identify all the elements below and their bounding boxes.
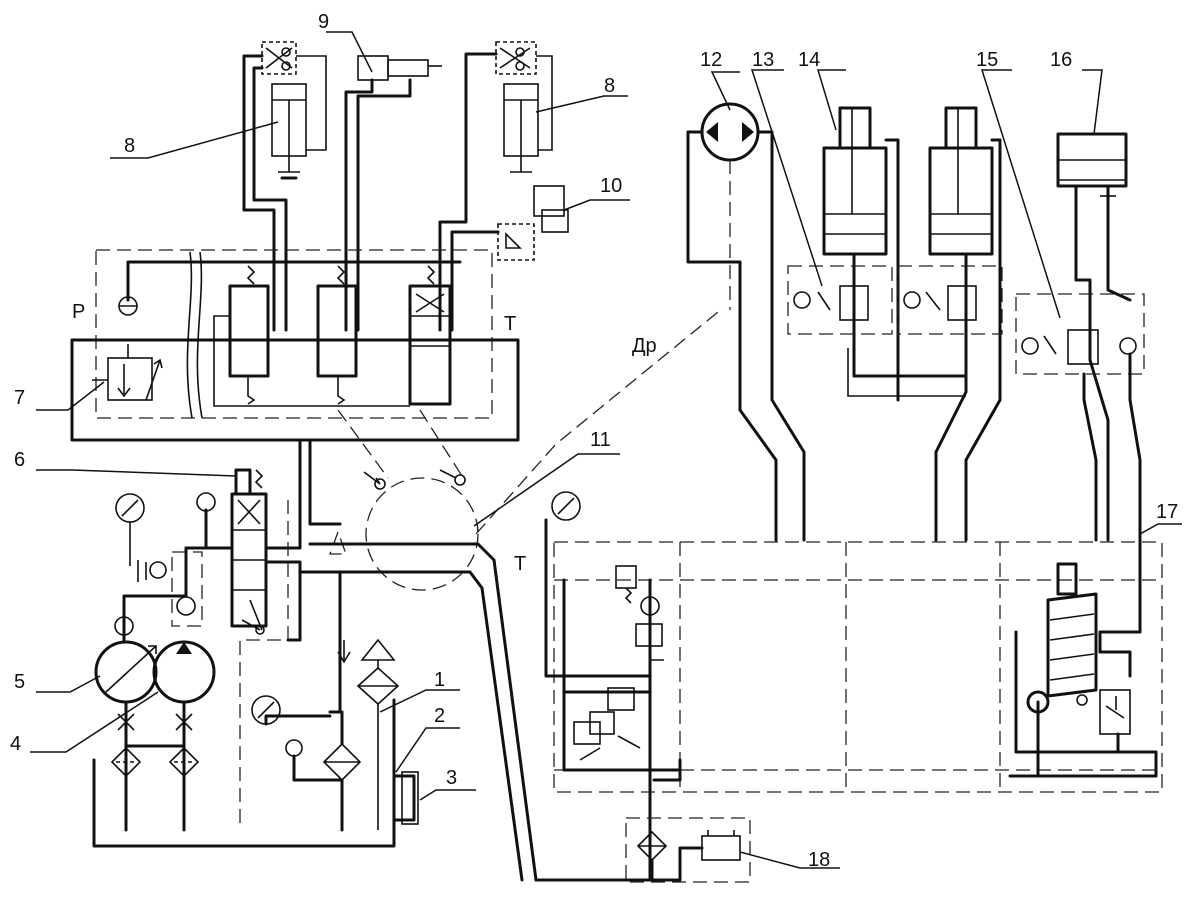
cylinder-14b	[928, 106, 1002, 542]
pressure-gauge-left	[115, 493, 167, 582]
callout-5: 5	[14, 671, 25, 693]
return-line-main	[298, 542, 656, 882]
callout-10: 10	[600, 175, 622, 197]
callout-13: 13	[752, 49, 774, 71]
callout-3: 3	[446, 767, 457, 789]
pump-5	[94, 640, 158, 704]
zoom-circle-11	[329, 311, 719, 591]
port-drain: Др	[632, 335, 657, 357]
callout-8-left: 8	[124, 135, 135, 157]
hydromotor-12	[686, 102, 806, 542]
callout-17: 17	[1156, 501, 1178, 523]
callout-9: 9	[318, 11, 329, 33]
callout-18: 18	[808, 849, 830, 871]
cylinder-8-right	[495, 41, 539, 173]
port-t-lower: T	[514, 553, 526, 575]
callout-4: 4	[10, 733, 21, 755]
distributor-block	[70, 249, 520, 442]
callout-12: 12	[700, 49, 722, 71]
suction-filters	[110, 700, 200, 832]
callout-15: 15	[976, 49, 998, 71]
callout-11: 11	[590, 429, 611, 451]
panel-17	[553, 541, 1163, 793]
valve-10	[497, 185, 569, 261]
panel-valves-left	[544, 491, 682, 882]
valve-block-6	[230, 468, 268, 635]
upper-hose-lines	[242, 52, 553, 332]
callout-numbers: 9 8 8 10 12 13 14 15 16 7 6 5 4 1 2 3 11…	[10, 11, 1178, 871]
port-t-upper: T	[504, 313, 516, 335]
callout-14: 14	[798, 49, 820, 71]
cylinder-8-left	[261, 41, 307, 180]
filter-and-breather	[251, 638, 400, 832]
port-labels: P T T Др	[72, 301, 657, 575]
pump-4	[152, 640, 216, 704]
callout-16: 16	[1050, 49, 1072, 71]
callout-2: 2	[434, 705, 445, 727]
cylinder-16	[1056, 132, 1132, 542]
filter-18	[625, 817, 751, 883]
port-p: P	[72, 301, 85, 323]
callout-1: 1	[434, 669, 445, 691]
valve-block-15	[1015, 293, 1145, 654]
callout-8-right: 8	[604, 75, 615, 97]
callout-6: 6	[14, 449, 25, 471]
callout-leaders	[30, 31, 1182, 869]
callout-7: 7	[14, 387, 25, 409]
panel-valves-right	[1008, 562, 1158, 778]
valves-13	[787, 265, 1003, 397]
oil-tank	[92, 698, 419, 848]
